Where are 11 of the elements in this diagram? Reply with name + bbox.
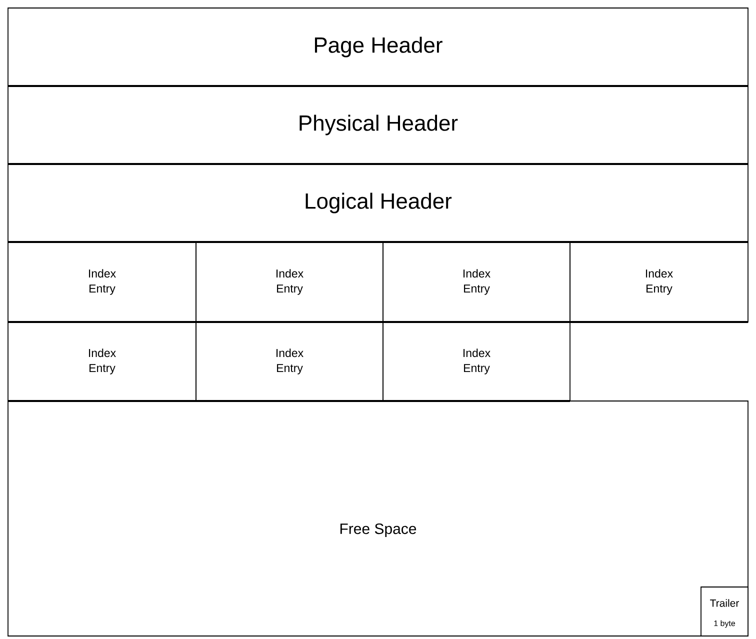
- index-entry-cell: Index Entry: [8, 322, 196, 402]
- index-entry-cell: Index Entry: [382, 242, 570, 322]
- header-band: Physical Header: [8, 86, 748, 164]
- index-entry-cell: Index Entry: [196, 322, 384, 402]
- index-entry-cell: Index Entry: [196, 242, 384, 322]
- index-entry-cell: Index Entry: [382, 322, 570, 402]
- header-band: Page Header: [8, 8, 748, 86]
- index-entry-cell: Index Entry: [570, 242, 748, 322]
- index-entry-cell: Index Entry: [8, 242, 196, 322]
- trailer-box: Trailer 1 byte: [700, 586, 748, 636]
- header-band: Logical Header: [8, 164, 748, 242]
